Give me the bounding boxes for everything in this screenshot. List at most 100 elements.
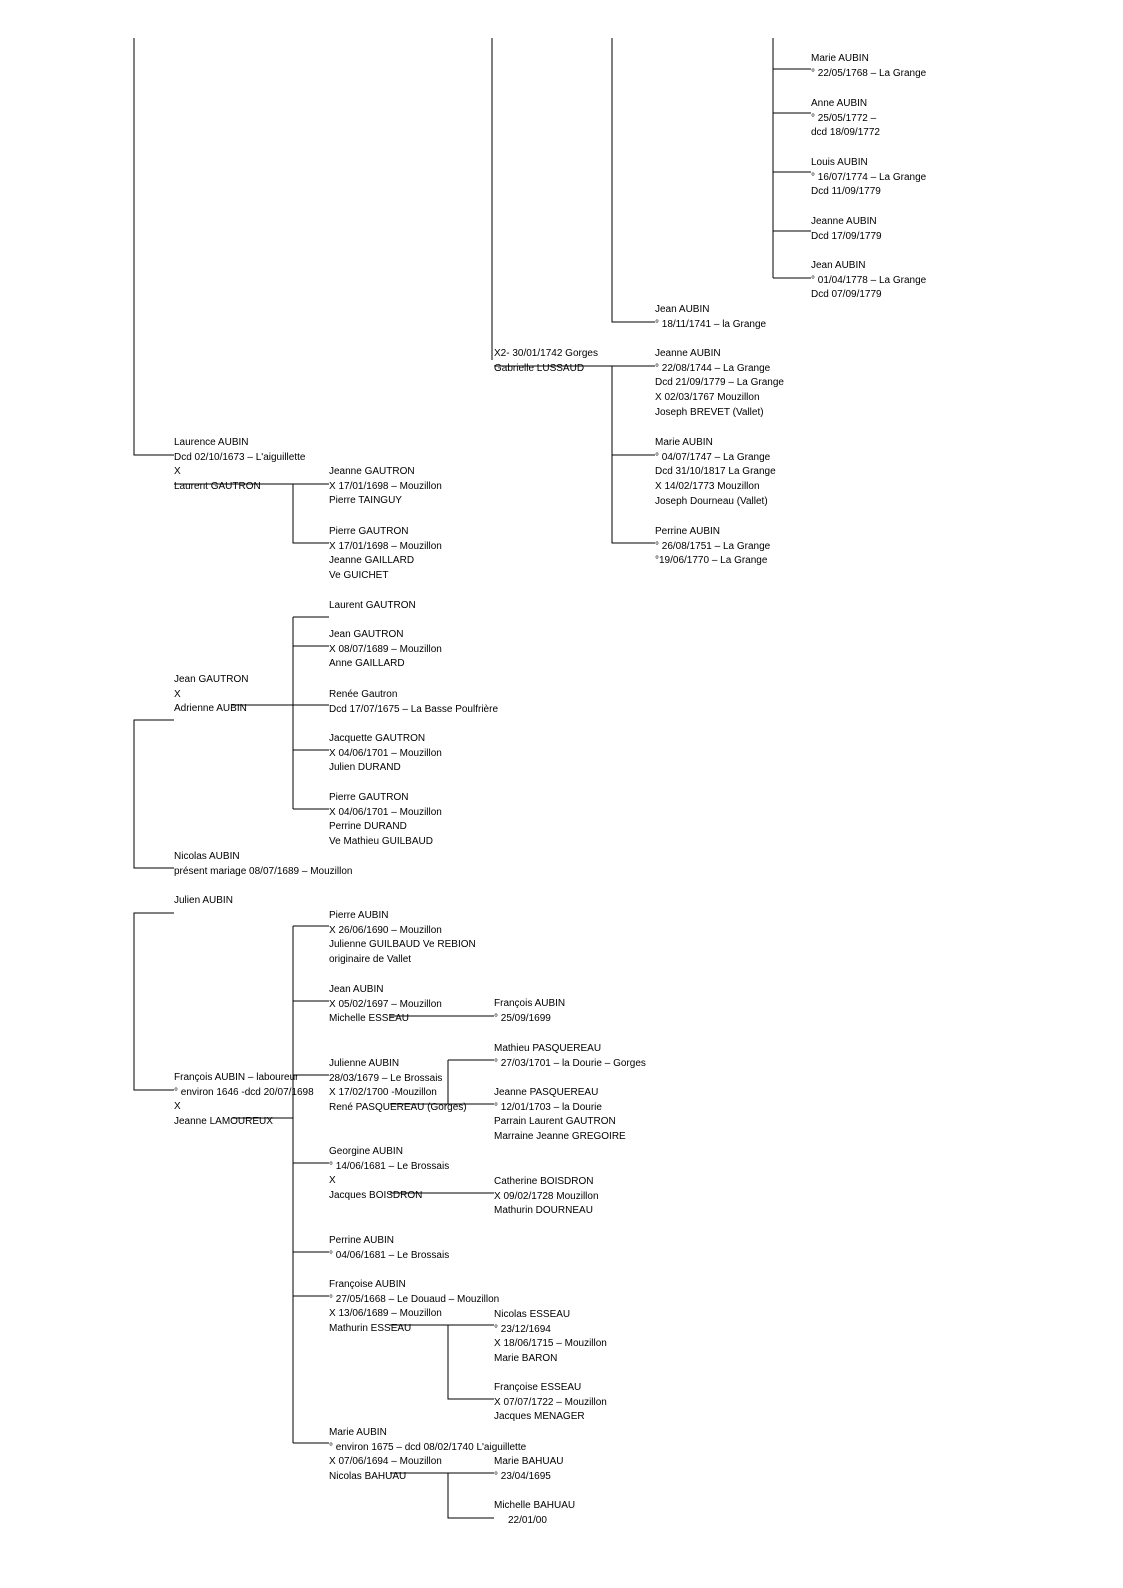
connector-line <box>133 719 174 869</box>
entry-line: Jacques MENAGER <box>494 1411 585 1423</box>
entry-line: Michelle ESSEAU <box>329 1013 410 1025</box>
entry-line: Jean GAUTRON <box>174 674 249 685</box>
entry-line: Marie AUBIN <box>655 437 713 448</box>
entry-line: Julienne AUBIN <box>329 1058 400 1069</box>
entry-line: Louis AUBIN <box>811 157 868 168</box>
person-entry-marie-bahuau: Marie BAHUAU° 23/04/1695 <box>494 1455 563 1484</box>
entry-line: 28/03/1679 – Le Brossais <box>329 1072 443 1084</box>
entry-line: Nicolas AUBIN <box>174 851 240 862</box>
entry-line: Adrienne AUBIN <box>174 703 247 715</box>
person-entry-francoise-esseau: Françoise ESSEAU X 07/07/1722 – Mouzillon… <box>494 1381 607 1425</box>
entry-line: originaire de Vallet <box>329 954 412 966</box>
person-entry-anne-aubin-1772: Anne AUBIN° 25/05/1772 –dcd 18/09/1772 <box>811 97 930 141</box>
entry-line: X 18/06/1715 – Mouzillon <box>494 1338 607 1350</box>
entry-line: X 05/02/1697 – Mouzillon <box>329 998 442 1010</box>
entry-line: Nicolas ESSEAU <box>494 1309 571 1320</box>
entry-line: Jeanne AUBIN <box>655 348 721 359</box>
entry-line: Françoise ESSEAU <box>494 1382 582 1393</box>
entry-line: ° 18/11/1741 – la Grange <box>655 318 767 330</box>
entry-line: Joseph BREVET (Vallet) <box>655 406 764 418</box>
connector-line <box>133 912 174 1091</box>
entry-line: X 04/06/1701 – Mouzillon <box>329 747 442 759</box>
connector-line <box>611 38 655 323</box>
entry-line: X 26/06/1690 – Mouzillon <box>329 924 442 936</box>
person-entry-francois-aubin-1699: François AUBIN° 25/09/1699 <box>494 997 565 1026</box>
entry-line: Jeanne PASQUEREAU <box>494 1087 599 1098</box>
person-entry-laurent-gautron: Laurent GAUTRON <box>329 599 416 614</box>
entry-line: Marie AUBIN <box>811 53 869 64</box>
entry-line: ° environ 1646 -dcd 20/07/1698 <box>174 1086 314 1098</box>
entry-line: ° 14/06/1681 – Le Brossais <box>329 1160 450 1172</box>
entry-line: Marraine Jeanne GREGOIRE <box>494 1131 626 1143</box>
entry-line: X <box>174 1101 181 1113</box>
entry-line: Julien DURAND <box>329 762 401 774</box>
entry-line: ° 27/05/1668 – Le Douaud – Mouzillon <box>329 1293 500 1305</box>
connector-line <box>292 484 329 544</box>
person-entry-julien-aubin: Julien AUBIN <box>174 894 233 909</box>
entry-line: Françoise AUBIN <box>329 1279 406 1290</box>
entry-line: Jean AUBIN <box>655 304 710 315</box>
entry-line: Dcd 31/10/1817 La Grange <box>655 466 776 478</box>
entry-line: X 17/01/1698 – Mouzillon <box>329 480 442 492</box>
entry-line: Julien AUBIN <box>174 895 233 906</box>
entry-line: présent mariage 08/07/1689 – Mouzillon <box>174 865 353 877</box>
entry-line: Perrine DURAND <box>329 821 407 833</box>
entry-line: Pierre GAUTRON <box>329 792 409 803</box>
person-entry-mathieu-pasquereau: Mathieu PASQUEREAU° 27/03/1701 – la Dour… <box>494 1042 646 1071</box>
entry-line: X 07/07/1722 – Mouzillon <box>494 1396 607 1408</box>
entry-line: X 14/02/1773 Mouzillon <box>655 481 760 493</box>
entry-line: Perrine AUBIN <box>655 526 721 537</box>
entry-line: Catherine BOISDRON <box>494 1176 594 1187</box>
entry-line: Jean AUBIN <box>329 984 384 995</box>
entry-line: ° 26/08/1751 – La Grange <box>655 540 771 552</box>
person-entry-francois-aubin-laboureur: François AUBIN – laboureur ° environ 1646… <box>174 1071 314 1130</box>
entry-line: Pierre TAINGUY <box>329 495 402 507</box>
entry-line: Pierre AUBIN <box>329 910 389 921</box>
entry-line: Perrine AUBIN <box>329 1235 395 1246</box>
entry-line: X 02/03/1767 Mouzillon <box>655 392 760 404</box>
entry-line: Jean AUBIN <box>811 260 866 271</box>
entry-line: Gabrielle LUSSAUD <box>494 362 585 374</box>
entry-line: Dcd 02/10/1673 – L'aiguillette <box>174 451 306 463</box>
entry-line: Anne GAILLARD <box>329 658 405 670</box>
entry-line: Dcd 11/09/1779 <box>811 186 881 198</box>
entry-line: X <box>329 1175 336 1187</box>
entry-line: Julienne GUILBAUD Ve REBION <box>329 939 476 951</box>
connector-line <box>611 366 655 544</box>
connector-line <box>447 1473 494 1519</box>
entry-line: Mathurin DOURNEAU <box>494 1205 593 1217</box>
entry-line: Marie AUBIN <box>329 1427 387 1438</box>
entry-line: Dcd 17/07/1675 – La Basse Poulfrière <box>329 703 498 715</box>
entry-line: ° 12/01/1703 – la Dourie <box>494 1101 602 1113</box>
person-entry-jean-aubin-1741: Jean AUBIN ° 18/11/1741 – la Grange <box>655 303 766 332</box>
entry-line: Marie BARON <box>494 1353 558 1365</box>
entry-line: Mathieu PASQUEREAU <box>494 1043 602 1054</box>
entry-line: Jean GAUTRON <box>329 629 404 640</box>
entry-line: Mathurin ESSEAU <box>329 1323 412 1335</box>
entry-line: Dcd 07/09/1779 <box>811 289 882 301</box>
entry-line: Parrain Laurent GAUTRON <box>494 1116 616 1128</box>
entry-line: Jeanne GAILLARD <box>329 555 415 567</box>
entry-line: Renée Gautron <box>329 689 398 700</box>
entry-line: Ve GUICHET <box>329 570 389 582</box>
entry-line: Anne AUBIN <box>811 98 868 109</box>
entry-line: X 13/06/1689 – Mouzillon <box>329 1308 442 1320</box>
entry-line: François AUBIN – laboureur <box>174 1072 299 1083</box>
person-entry-marie-aubin-1675: Marie AUBIN° environ 1675 – dcd 08/02/17… <box>329 1426 526 1485</box>
entry-line: 22/01/00 <box>508 1514 547 1526</box>
entry-line: X <box>174 688 181 700</box>
